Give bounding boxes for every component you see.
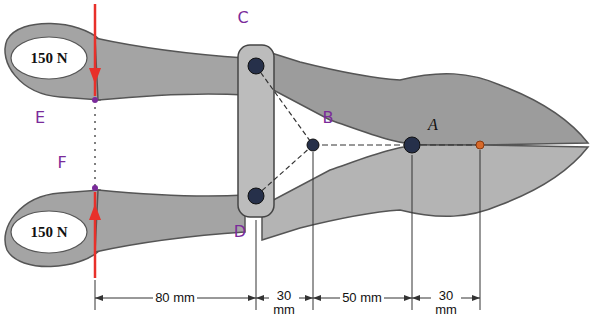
dimension-arrow xyxy=(248,295,256,301)
pin xyxy=(248,58,264,74)
pin xyxy=(307,139,319,151)
force-value: 150 N xyxy=(30,50,67,67)
extension-line xyxy=(95,280,96,310)
pin xyxy=(404,137,420,153)
dimension-arrow xyxy=(412,295,420,301)
force-value: 150 N xyxy=(30,224,67,241)
point-letter: B xyxy=(323,109,334,127)
point-dot xyxy=(92,97,98,103)
upper-half xyxy=(5,23,588,145)
dimension-label: 30 mm xyxy=(269,289,299,318)
point-letter: F xyxy=(57,154,66,172)
cut-point xyxy=(476,141,484,149)
point-letter: D xyxy=(234,223,246,241)
handle-arm xyxy=(95,190,245,252)
point-letter: E xyxy=(35,109,45,127)
dimension-arrow xyxy=(95,295,103,301)
dimension-arrow xyxy=(313,295,321,301)
handle-loop xyxy=(5,23,100,100)
center-line xyxy=(313,145,480,146)
dimension-arrow xyxy=(256,295,264,301)
pivot-letter: A xyxy=(428,116,438,134)
extension-line xyxy=(480,150,481,310)
link-plate xyxy=(238,45,274,217)
upper-jaw xyxy=(262,50,588,145)
loop-hole xyxy=(11,37,87,79)
lower-jaw xyxy=(262,145,588,240)
pin xyxy=(248,188,264,204)
handle-arm xyxy=(95,38,245,100)
extension-line xyxy=(256,220,257,310)
lower-half xyxy=(5,145,588,267)
dimension-label: 30 mm xyxy=(431,289,461,318)
loop-hole xyxy=(11,211,87,253)
point-dot xyxy=(92,185,98,191)
hidden-link xyxy=(256,145,313,196)
extension-line xyxy=(412,155,413,310)
hidden-link xyxy=(256,66,313,145)
dimension-label: 50 mm xyxy=(340,291,384,305)
handle-loop xyxy=(5,190,100,267)
dimension-arrow xyxy=(305,295,313,301)
dimension-arrow xyxy=(404,295,412,301)
extension-line xyxy=(313,152,314,310)
arrow-head xyxy=(89,204,101,220)
dimension-arrow xyxy=(472,295,480,301)
arrow-head xyxy=(89,68,101,84)
dotted-line xyxy=(94,100,96,188)
dimension-label: 80 mm xyxy=(153,291,197,305)
point-letter: C xyxy=(237,9,248,27)
